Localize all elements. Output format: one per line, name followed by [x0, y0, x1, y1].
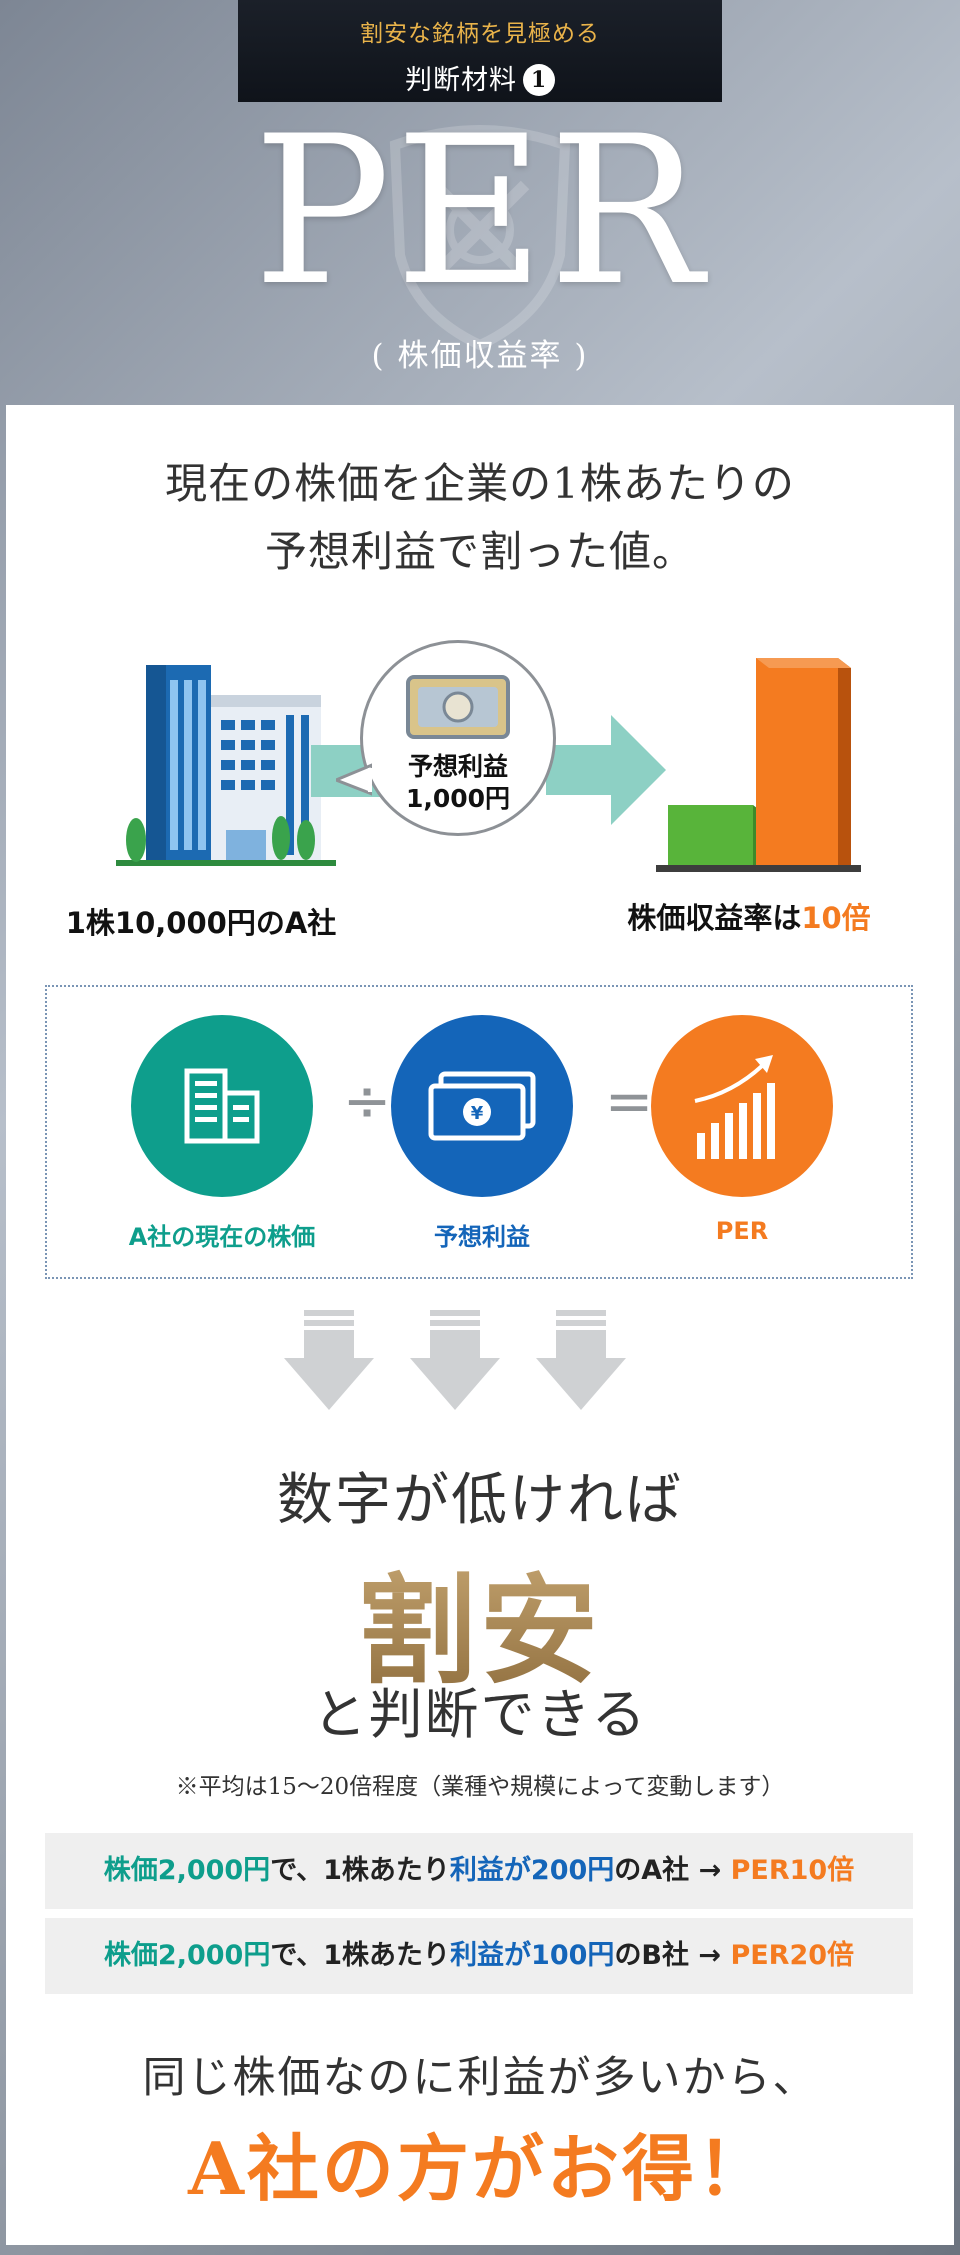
per-circle — [651, 1015, 833, 1197]
yen-banknote-icon: ¥ — [428, 1071, 536, 1141]
flow-arrow-right-icon — [546, 715, 666, 825]
kicker-label: 判断材料 — [405, 65, 517, 96]
per-caption-prefix: 株価収益率は — [627, 901, 802, 935]
kicker-number-badge: 1 — [523, 64, 555, 96]
bubble-line2: 1,000円 — [405, 784, 511, 813]
example-row-b: 株価2,000円で、1株あたり利益が100円のB社 → PER20倍 — [45, 1918, 913, 1994]
example-profit: 利益が200円 — [449, 1855, 615, 1886]
banknote-icon — [406, 675, 510, 739]
footer-headline: A社の方がお得！ — [188, 2126, 772, 2211]
average-note: ※平均は15〜20倍程度（業種や規模によって変動します） — [175, 1774, 785, 1800]
profit-circle: ¥ — [391, 1015, 573, 1197]
page-title: PER — [253, 93, 707, 331]
conclusion-keyword: 割安 — [6, 1535, 954, 1706]
kicker-line1: 割安な銘柄を見極める — [360, 21, 600, 47]
bubble-tail — [336, 763, 372, 796]
bar-chart-icon — [656, 658, 861, 872]
example-profit: 利益が100円 — [450, 1940, 615, 1971]
conclusion-line3: と判断できる — [312, 1683, 648, 1746]
example-row-a: 株価2,000円で、1株あたり利益が200円のA社 → PER10倍 — [45, 1833, 913, 1909]
example-company: のB社 → — [614, 1940, 731, 1971]
example-company: のA社 → — [614, 1855, 731, 1886]
per-illustration: 予想利益 1,000円 1株10,000円のA社 株価収益率は10倍 — [6, 640, 954, 940]
building-icon — [184, 1068, 260, 1144]
stock-price-circle — [131, 1015, 313, 1197]
crest-watermark-icon — [389, 125, 571, 351]
bubble-line1: 予想利益 — [407, 752, 508, 781]
lead-line2: 予想利益で割った値。 — [264, 527, 695, 576]
divide-operator: ÷ — [342, 1067, 392, 1135]
example-text: で、1株あたり — [270, 1855, 450, 1886]
example-price: 株価2,000円 — [103, 1940, 271, 1971]
example-price: 株価2,000円 — [103, 1855, 271, 1886]
svg-text:¥: ¥ — [471, 1103, 484, 1124]
lead-text: 現在の株価を企業の1株あたりの 予想利益で割った値。 — [6, 450, 954, 586]
company-caption: 1株10,000円のA社 — [65, 906, 337, 940]
down-arrow-icon — [284, 1310, 374, 1410]
per-caption-value: 10倍 — [801, 901, 871, 935]
formula-label-stock-price: A社の現在の株価 — [128, 1223, 316, 1251]
formula-label-per: PER — [715, 1217, 769, 1245]
conclusion-line1: 数字が低ければ — [277, 1468, 683, 1533]
lead-line1: 現在の株価を企業の1株あたりの — [165, 459, 795, 508]
down-arrows — [284, 1310, 626, 1410]
per-caption: 株価収益率は10倍 — [584, 895, 914, 937]
example-per: PER20倍 — [730, 1940, 855, 1971]
down-arrow-icon — [410, 1310, 500, 1410]
example-per: PER10倍 — [730, 1855, 855, 1886]
down-arrow-icon — [536, 1310, 626, 1410]
bubble-label: 予想利益 1,000円 — [363, 751, 553, 815]
profit-bubble: 予想利益 1,000円 — [360, 640, 556, 836]
page-subtitle: ( 株価収益率 ) — [371, 338, 589, 374]
example-text: で、1株あたり — [270, 1940, 451, 1971]
footer-line1: 同じ株価なのに利益が多いから、 — [142, 2053, 818, 2103]
content-card: 現在の株価を企業の1株あたりの 予想利益で割った値。 — [6, 405, 954, 2245]
office-building-icon — [116, 665, 336, 866]
formula-label-profit: 予想利益 — [434, 1223, 530, 1251]
formula-box: ÷ ¥ = A社の現在の株価 予想利益 PER — [45, 985, 913, 1279]
rising-bars-icon — [694, 1055, 775, 1159]
equals-operator: = — [604, 1067, 654, 1135]
